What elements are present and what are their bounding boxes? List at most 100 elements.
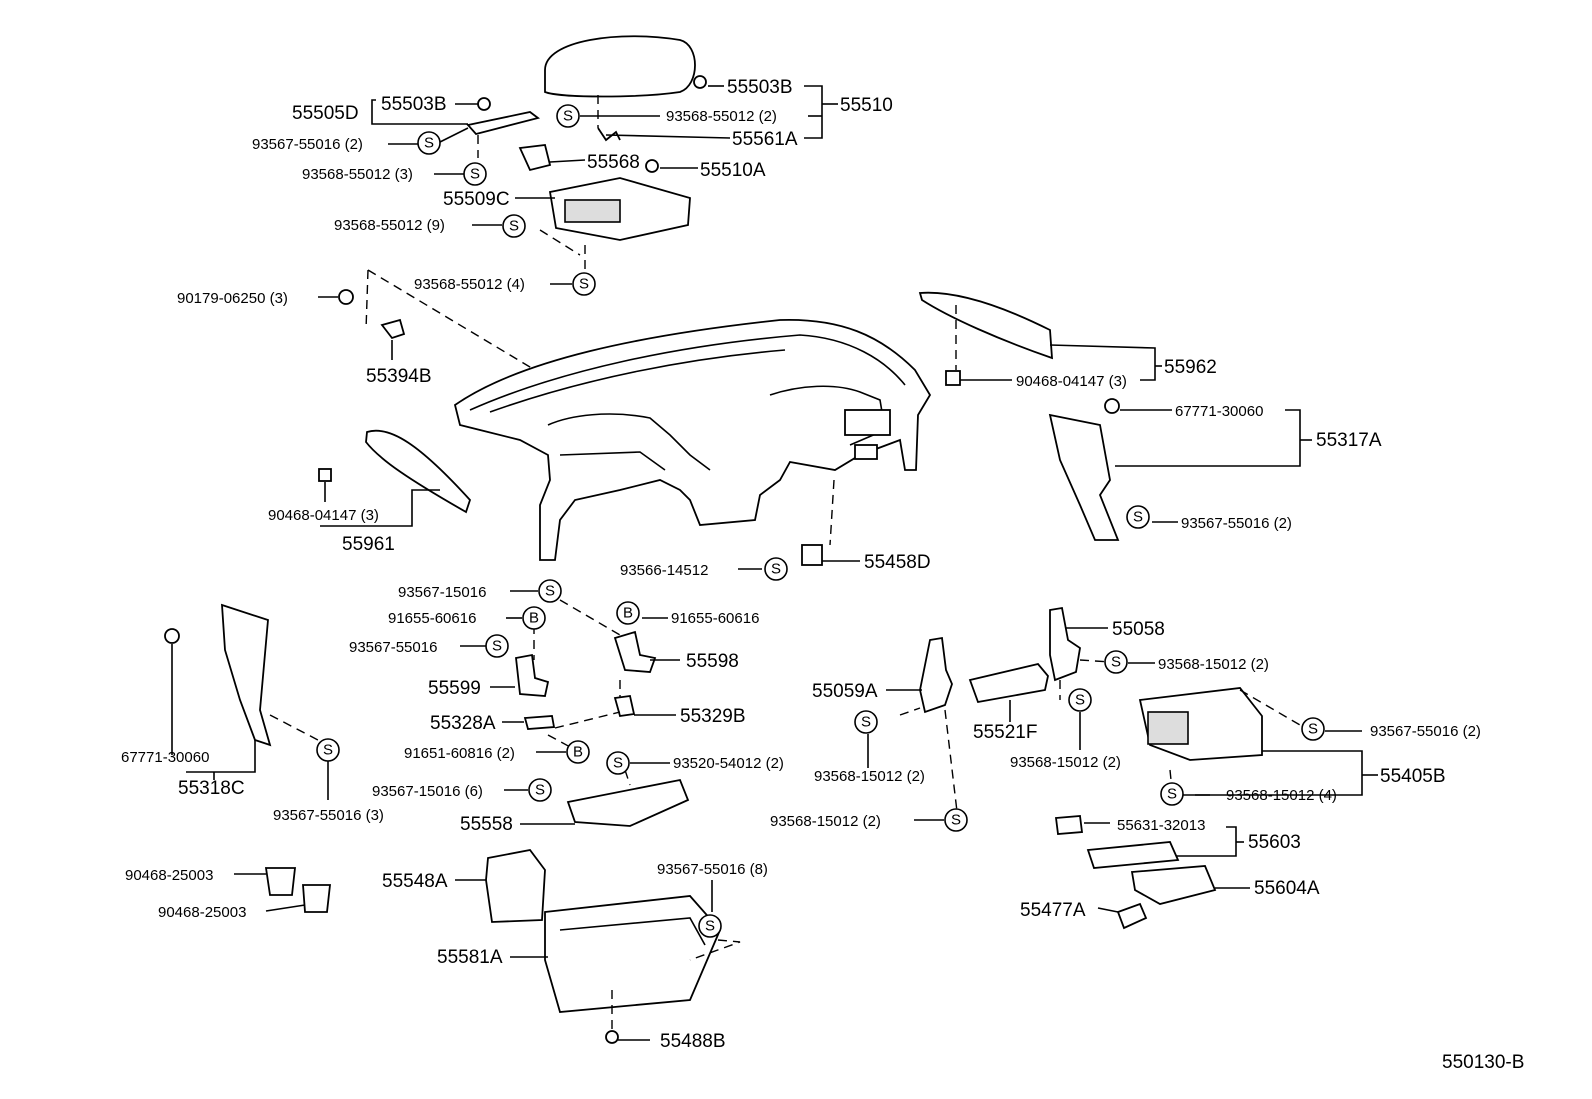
label-55318c: 55318C [178, 778, 245, 799]
symbol-screw: S [1126, 505, 1150, 529]
label-55509c: 55509C [443, 189, 510, 210]
label-55059a: 55059A [812, 681, 878, 702]
label-55961: 55961 [342, 534, 395, 555]
clip-55503b-b-shape [693, 75, 707, 89]
label-93567-15016: 93567-15016 [398, 584, 486, 601]
label-93568-55012-9: 93568-55012 (9) [334, 217, 445, 234]
symbol-screw: S [1160, 782, 1184, 806]
label-55548a: 55548A [382, 871, 448, 892]
label-55510a: 55510A [700, 160, 766, 181]
symbol-bolt: B [566, 740, 590, 764]
svg-text:S: S [771, 561, 781, 578]
svg-text:S: S [545, 583, 555, 600]
svg-text:S: S [323, 742, 333, 759]
svg-text:S: S [535, 782, 545, 799]
label-55568: 55568 [587, 152, 640, 173]
svg-text:S: S [563, 108, 573, 125]
label-55558: 55558 [460, 814, 513, 835]
label-55510: 55510 [840, 95, 893, 116]
label-55962: 55962 [1164, 357, 1217, 378]
part-55458d-shape [801, 544, 823, 566]
label-93567-55016-2-b: 93567-55016 (2) [1181, 515, 1292, 532]
clip-90468-a-shape [318, 468, 332, 482]
bracket-55598-shape [613, 630, 657, 673]
svg-text:S: S [470, 166, 480, 183]
label-93567-55016-c: 93567-55016 [349, 639, 437, 656]
label-93568-55012-4: 93568-55012 (4) [414, 276, 525, 293]
label-55058: 55058 [1112, 619, 1165, 640]
bracket-55599-shape [515, 653, 550, 697]
svg-text:S: S [951, 812, 961, 829]
instrument-panel-shape [453, 318, 932, 561]
label-90468-25003-b: 90468-25003 [158, 904, 246, 921]
vent-55521f-shape [968, 662, 1049, 704]
label-67771-30060-b: 67771-30060 [121, 749, 209, 766]
label-55477a: 55477A [1020, 900, 1086, 921]
label-93568-15012-4: 93568-15012 (4) [1226, 787, 1337, 804]
symbol-screw: S [854, 710, 878, 734]
svg-text:S: S [1075, 692, 1085, 709]
svg-text:S: S [1308, 721, 1318, 738]
glove-box-55581a-shape [544, 895, 722, 1013]
symbol-bolt: B [616, 601, 640, 625]
trim-55961-shape [365, 429, 472, 514]
label-90468-25003-a: 90468-25003 [125, 867, 213, 884]
label-93568-15012-2-d: 93568-15012 (2) [770, 813, 881, 830]
diagram-code: 550130-B [1442, 1052, 1524, 1073]
svg-text:S: S [613, 755, 623, 772]
symbol-screw: S [316, 738, 340, 762]
label-55581a: 55581A [437, 947, 503, 968]
label-91655-60616-a: 91655-60616 [388, 610, 476, 627]
upper-box-lid-shape [544, 35, 696, 98]
label-55458d: 55458D [864, 552, 931, 573]
label-55394b: 55394B [366, 366, 432, 387]
symbol-screw: S [538, 579, 562, 603]
bracket-55568-shape [518, 144, 552, 172]
symbol-screw: S [556, 104, 580, 128]
label-55598: 55598 [686, 651, 739, 672]
box-55509c-shape [548, 177, 691, 241]
panel-55317a-shape [1048, 413, 1120, 541]
trim-55962-shape [918, 291, 1053, 360]
svg-text:B: B [573, 744, 583, 761]
bracket-55058-shape [1049, 606, 1081, 682]
label-55604a: 55604A [1254, 878, 1320, 899]
bracket-55328a-shape [523, 715, 556, 730]
bracket-55505d-shape [466, 111, 541, 136]
label-90468-04147-b: 90468-04147 (3) [1016, 373, 1127, 390]
symbol-screw: S [528, 778, 552, 802]
clip-90468-b-shape [945, 370, 961, 386]
label-55505d: 55505D [292, 103, 359, 124]
label-55521f: 55521F [973, 722, 1037, 743]
label-93566-14512: 93566-14512 [620, 562, 708, 579]
svg-text:S: S [705, 918, 715, 935]
label-93567-55016-8: 93567-55016 (8) [657, 861, 768, 878]
bracket-55558-shape [566, 778, 690, 827]
label-55329b: 55329B [680, 706, 746, 727]
leader-lines [171, 85, 1378, 1041]
symbol-screw: S [485, 634, 509, 658]
cover-55477a-shape [1116, 902, 1148, 930]
svg-text:S: S [1133, 509, 1143, 526]
label-55631-32013: 55631-32013 [1117, 817, 1205, 834]
label-93520-54012: 93520-54012 (2) [673, 755, 784, 772]
label-93567-15016-6: 93567-15016 (6) [372, 783, 483, 800]
clip-90468-25003-b-shape [302, 884, 332, 913]
symbol-screw: S [764, 557, 788, 581]
panel-55318c-shape [221, 603, 272, 747]
label-90468-04147-a: 90468-04147 (3) [268, 507, 379, 524]
bracket-55059a-shape [919, 636, 953, 714]
switch-55631-shape [1054, 815, 1084, 835]
label-93567-55016-2-a: 93567-55016 (2) [252, 136, 363, 153]
clip-90468-25003-a-shape [264, 867, 297, 896]
bracket-55329b-shape [613, 694, 636, 718]
label-55503b-a: 55503B [381, 94, 447, 115]
label-55561a: 55561A [732, 129, 798, 150]
symbol-screw: S [1104, 650, 1128, 674]
symbol-screw: S [606, 751, 630, 775]
clip-55503b-a-shape [477, 97, 491, 111]
symbol-screw: S [502, 214, 526, 238]
symbol-screw: S [417, 131, 441, 155]
label-55603: 55603 [1248, 832, 1301, 853]
